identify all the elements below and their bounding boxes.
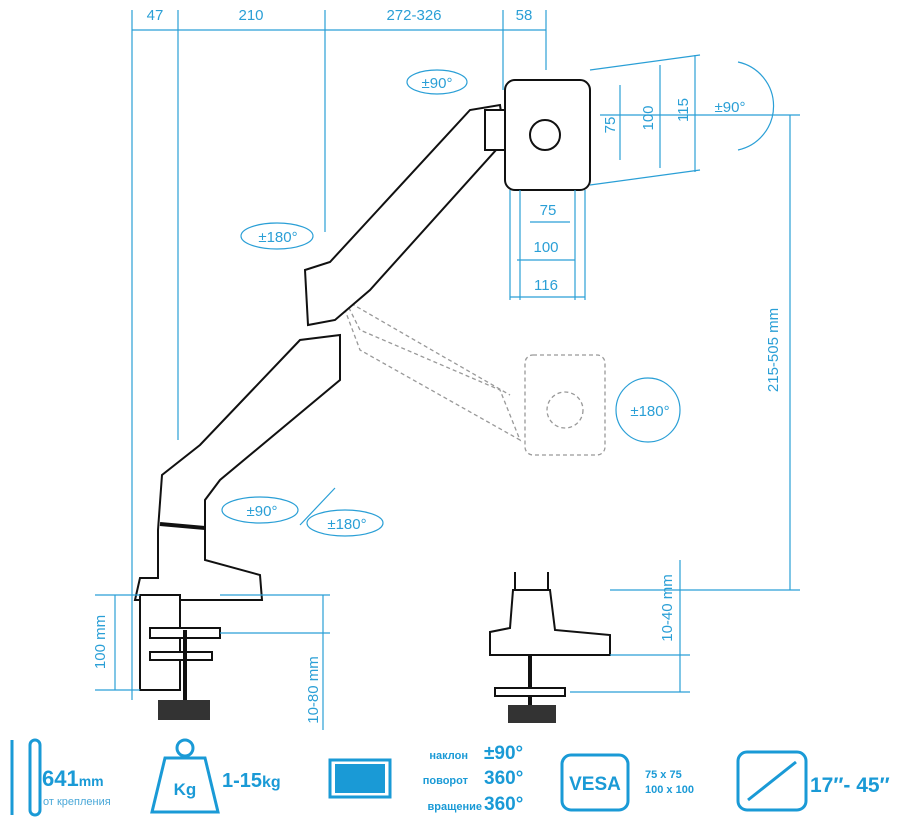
- height-dimensions: 215-505 mm 100 mm 10-80 mm 10-40 mm: [92, 114, 800, 730]
- vesa-v-100: 100: [640, 105, 657, 130]
- rotation-labels: ±90° ±90° ±180° ±180° ±90° ±180°: [221, 61, 775, 537]
- spec-motion: наклон поворот вращение ±90° 360° 360°: [328, 743, 523, 815]
- grommet-mount: [489, 572, 611, 723]
- vesa-v-115: 115: [675, 98, 692, 122]
- motion-label-tilt: наклон: [429, 750, 468, 762]
- vesa-size-2: 100 x 100: [645, 784, 694, 796]
- motion-label-rotation: вращение: [427, 801, 482, 813]
- motion-value-rotation: 360°: [484, 794, 523, 815]
- motion-value-tilt: ±90°: [484, 743, 523, 764]
- dim-height-range: 215-505 mm: [765, 308, 782, 392]
- dim-272-326: 272-326: [386, 7, 441, 24]
- spec-weight: Kg 1-15kg: [150, 738, 281, 814]
- reach-caption: от крепления: [43, 796, 111, 808]
- dim-47: 47: [147, 7, 164, 24]
- arm-lowered-ghost: [329, 269, 606, 456]
- reach-unit: mm: [79, 773, 104, 789]
- vesa-h-116: 116: [534, 277, 558, 294]
- rot-head-tilt: ±90°: [422, 75, 453, 92]
- dim-58: 58: [516, 7, 533, 24]
- screen-diagonal-icon: [736, 750, 808, 812]
- vesa-icon-label: VESA: [569, 774, 621, 795]
- monitor-arm: [133, 79, 591, 720]
- weight-value: 1-15: [222, 770, 262, 792]
- motion-label-swivel: поворот: [423, 775, 469, 787]
- svg-text:1-15kg: 1-15kg: [222, 770, 281, 792]
- reach-value: 641: [42, 766, 79, 791]
- monitor-edge-icon: [28, 738, 42, 817]
- rot-head-right: ±90°: [715, 99, 746, 116]
- vesa-icon: [560, 753, 630, 812]
- rot-upper-arm: ±180°: [258, 229, 297, 246]
- monitor-rotate-icon: [328, 758, 392, 799]
- dim-clamp-height: 100 mm: [92, 615, 109, 669]
- svg-text:641mm: 641mm: [42, 766, 104, 791]
- motion-value-swivel: 360°: [484, 768, 523, 789]
- weight-icon: [150, 756, 220, 814]
- dim-grommet-thickness: 10-40 mm: [659, 574, 676, 642]
- vesa-h-75: 75: [540, 202, 557, 219]
- top-dimensions: 47 210 272-326 58: [131, 7, 547, 700]
- weight-unit: kg: [262, 774, 281, 791]
- weight-icon-label: Kg: [174, 780, 197, 799]
- vesa-v-75: 75: [602, 117, 619, 134]
- vesa-h-100: 100: [533, 239, 558, 256]
- spec-reach: 641mm от крепления: [10, 738, 111, 817]
- rot-base-swivel: ±90°: [247, 503, 278, 520]
- rot-screen: ±180°: [630, 403, 669, 420]
- vesa-size-1: 75 x 75: [645, 769, 682, 781]
- dim-clamp-thickness: 10-80 mm: [305, 656, 322, 724]
- spec-screen-size: 17″- 45″: [736, 750, 890, 812]
- rot-lower-arm: ±180°: [327, 516, 366, 533]
- screen-size: 17″- 45″: [810, 774, 890, 797]
- vesa-dimensions: 75 100 115 75 100 116: [509, 54, 701, 300]
- dim-210: 210: [238, 7, 263, 24]
- spec-vesa: VESA 75 x 75 100 x 100: [560, 753, 694, 812]
